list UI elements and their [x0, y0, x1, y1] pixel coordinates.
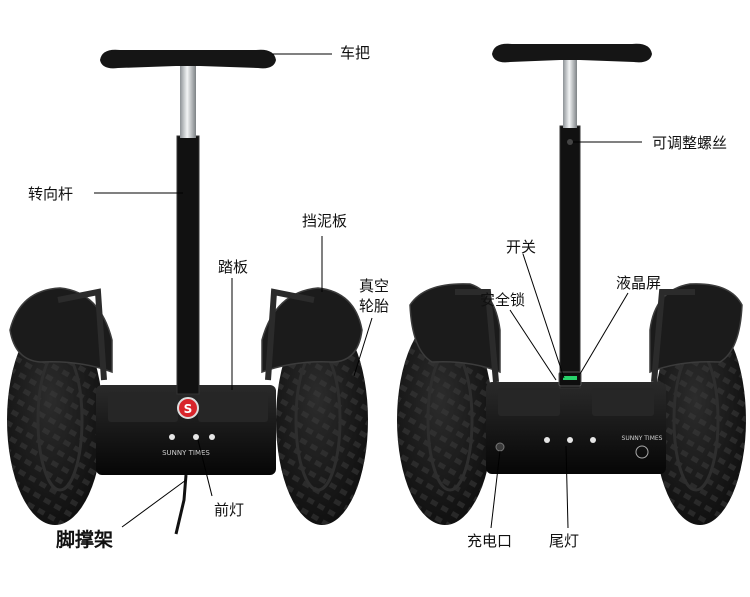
- leader-charge-port: [490, 450, 501, 529]
- logo-letter: S: [184, 402, 193, 416]
- brand-text-front: SUNNY TIMES: [162, 449, 210, 457]
- left-footboard: [108, 392, 178, 422]
- charge-port: [495, 442, 505, 452]
- label-footboard: 踏板: [218, 258, 249, 276]
- front-view-scooter: S SUNNY TIMES: [7, 49, 368, 535]
- steering-rod: [176, 135, 200, 395]
- label-headlight: 前灯: [214, 501, 245, 519]
- adjust-screw: [567, 139, 573, 145]
- label-tire: 真空 轮胎: [356, 276, 392, 316]
- left-tire: [7, 315, 103, 525]
- leader-tire: [353, 317, 373, 377]
- rear-right-tire: [654, 315, 746, 525]
- kickstand: [174, 474, 188, 535]
- right-footboard: [198, 392, 268, 422]
- leader-lines: [94, 53, 642, 529]
- handlebar: [100, 49, 276, 69]
- brand-text-rear: SUNNY TIMES: [622, 435, 663, 442]
- label-charge-port: 充电口: [467, 532, 513, 550]
- leader-kickstand: [121, 479, 187, 528]
- leader-safety-lock: [509, 309, 557, 381]
- rear-handlebar: [492, 43, 652, 63]
- taillights: [544, 437, 596, 443]
- label-kickstand: 脚撑架: [56, 529, 114, 551]
- leader-taillight: [565, 445, 569, 529]
- label-steering-rod: 转向杆: [28, 185, 74, 203]
- rear-steering-rod: [559, 125, 581, 389]
- right-tire: [276, 315, 368, 525]
- left-fender: [9, 287, 113, 374]
- label-adjust-screw: 可调整螺丝: [652, 134, 728, 152]
- rear-view-scooter: SUNNY TIMES: [397, 43, 746, 525]
- label-tire-line2: 轮胎: [358, 297, 389, 315]
- label-tire-line1: 真空: [358, 277, 389, 295]
- label-lcd-screen: 液晶屏: [616, 274, 662, 292]
- headlights: [169, 434, 215, 440]
- leader-headlight: [197, 439, 213, 497]
- rear-chrome-rod: [563, 60, 577, 128]
- leader-lcd: [579, 292, 629, 375]
- logo-red-disc: [177, 397, 199, 419]
- label-handlebar: 车把: [340, 44, 371, 62]
- label-power-switch: 开关: [506, 238, 537, 256]
- rear-left-fender: [409, 283, 501, 374]
- label-safety-lock: 安全锁: [480, 291, 526, 309]
- label-fender: 挡泥板: [302, 212, 348, 230]
- label-taillight: 尾灯: [549, 532, 580, 550]
- chrome-upper-rod: [180, 64, 196, 138]
- rear-left-tire: [397, 315, 493, 525]
- leader-switch: [522, 253, 565, 379]
